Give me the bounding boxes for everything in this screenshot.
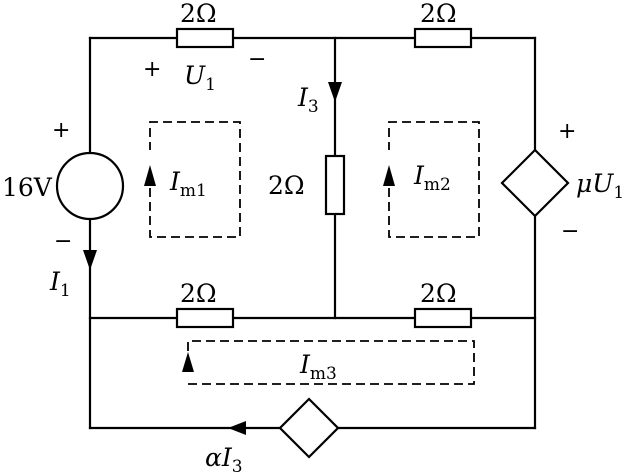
resistor-bottom-right (413, 307, 473, 329)
resistor-top-left (175, 27, 235, 49)
resistor-bottom-right-label: 2Ω (420, 279, 457, 308)
mesh-2-label: Im2 (413, 161, 451, 195)
mesh-3-label: Im3 (299, 350, 337, 384)
voltage-source-minus: − (54, 229, 72, 254)
mesh-3: Im3 (182, 340, 475, 385)
i3-label: I3 (297, 83, 319, 117)
u1-minus: − (248, 47, 266, 72)
voltage-source-label: 16V (2, 173, 53, 202)
mesh-1-label: Im1 (169, 167, 207, 201)
resistor-bottom-left-label: 2Ω (180, 279, 217, 308)
dependent-current-source-symbol (278, 397, 340, 459)
dependent-voltage-source-minus: − (561, 219, 579, 244)
resistor-top-right (413, 27, 473, 49)
mesh-1-arrow (144, 165, 156, 186)
u1-label: U1 (184, 61, 216, 95)
mesh-1: Im1 (144, 121, 241, 238)
resistor-middle (324, 154, 346, 216)
dependent-current-source-arrow (228, 421, 246, 435)
resistor-top-right-label: 2Ω (420, 0, 457, 28)
voltage-source-plus: + (52, 118, 70, 143)
mesh-2: Im2 (383, 121, 480, 238)
i3-arrow (328, 82, 342, 102)
dependent-voltage-source-label: μU1 (576, 169, 622, 203)
i1-label: I1 (49, 267, 71, 301)
voltage-source-symbol (55, 151, 125, 221)
dependent-voltage-source-symbol (500, 148, 570, 218)
dependent-current-source-label: αI3 (205, 443, 243, 472)
resistor-top-left-label: 2Ω (180, 0, 217, 28)
u1-plus: + (143, 57, 161, 82)
resistor-bottom-left (175, 307, 235, 329)
mesh-2-arrow (383, 165, 395, 186)
i1-arrow (83, 250, 97, 270)
mesh-3-arrow (182, 352, 194, 372)
dependent-voltage-source-plus: + (558, 119, 576, 144)
resistor-middle-label: 2Ω (268, 171, 305, 200)
